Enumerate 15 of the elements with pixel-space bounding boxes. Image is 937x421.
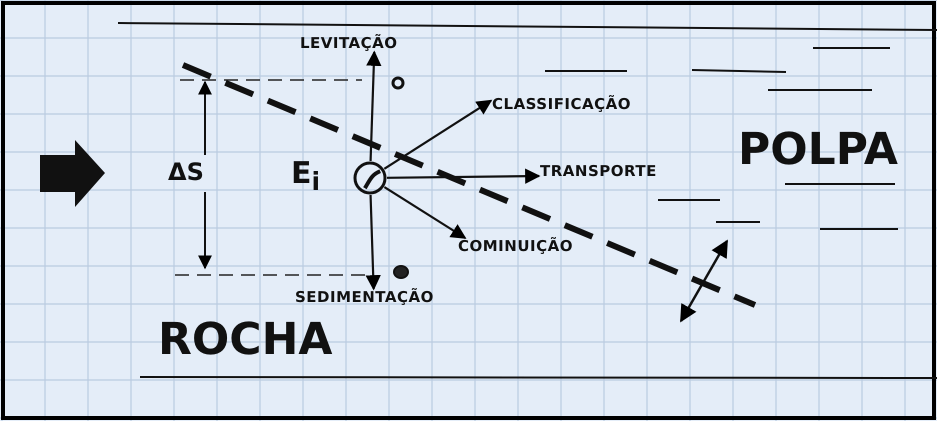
particle-circle xyxy=(353,161,387,195)
region-label: POLPA xyxy=(738,128,898,172)
process-label: LEVITAÇÃO xyxy=(300,36,398,51)
process-label: TRANSPORTE xyxy=(540,164,657,179)
arrow xyxy=(366,194,381,291)
region-label: ΔS xyxy=(168,160,204,184)
process-label: CLASSIFICAÇÃO xyxy=(492,97,632,112)
arrow xyxy=(366,50,382,162)
process-label: SEDIMENTAÇÃO xyxy=(295,290,434,305)
region-label: ROCHA xyxy=(158,318,332,362)
arrow xyxy=(386,168,541,184)
arrow xyxy=(384,100,492,170)
process-label: COMINUIÇÃO xyxy=(458,239,573,254)
energy-label: E$_{i}$ xyxy=(291,159,320,194)
arrow xyxy=(384,186,466,239)
